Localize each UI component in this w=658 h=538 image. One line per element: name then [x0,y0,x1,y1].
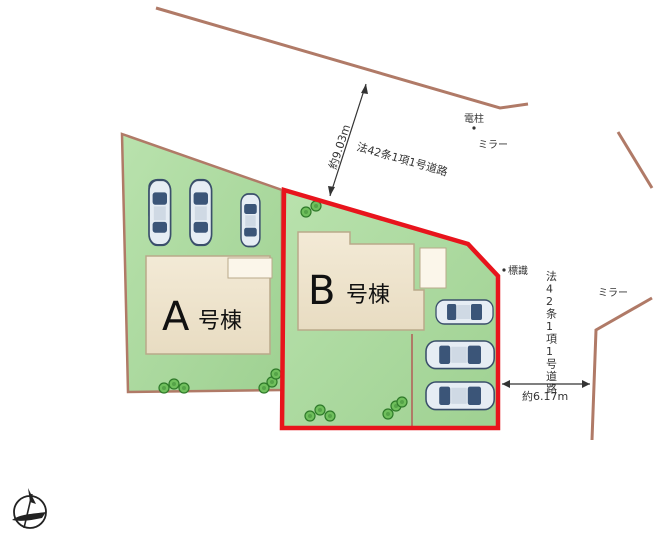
utility-pole-label: 電柱 [464,112,484,125]
north-road-width-label: 約9.03m [326,123,354,171]
shrub-icon [300,206,312,218]
plot-b-letter: B [308,268,335,314]
north-road-label: 法42条1項1号道路 [355,139,449,178]
north-road-edge-right [616,131,654,189]
shrub-icon [304,410,316,422]
dimension-arrow-left [502,380,510,388]
dimension-arrow-right [582,380,590,388]
dimension-arrow-top [361,84,368,94]
shrub-icon [396,396,408,408]
north-road-dimension-line [329,83,367,197]
north-arrow-icon [12,488,47,529]
utility-pole-icon [472,126,476,130]
north-road-edge-top [155,6,529,110]
shrub-icon [158,382,170,394]
car-icon [240,193,261,248]
plot-a-letter: A [162,294,190,340]
east-road-width-label: 約6.17m [522,389,568,403]
sign-label: 標識 [508,264,528,277]
shrub-icon [168,378,180,390]
car-icon [188,178,213,247]
mirror-north-label: ミラー [478,139,508,151]
shrub-icon [324,410,336,422]
shrub-icon [178,382,190,394]
car-icon [147,178,172,247]
mirror-east-label: ミラー [598,287,628,299]
plot-a-suffix: 号棟 [198,309,242,334]
lot-b-boundary [279,187,501,431]
east-road-edge [590,296,653,441]
dimension-arrow-bottom [328,186,335,196]
plot-b-suffix: 号棟 [346,283,390,308]
sign-marker-icon [502,268,506,272]
house-b [297,231,447,331]
house-a [145,255,273,355]
car-icon [425,381,496,411]
shrub-icon [382,408,394,420]
shrub-icon [314,404,326,416]
car-icon [425,340,496,370]
shrub-icon [270,368,282,380]
car-icon [435,299,494,325]
